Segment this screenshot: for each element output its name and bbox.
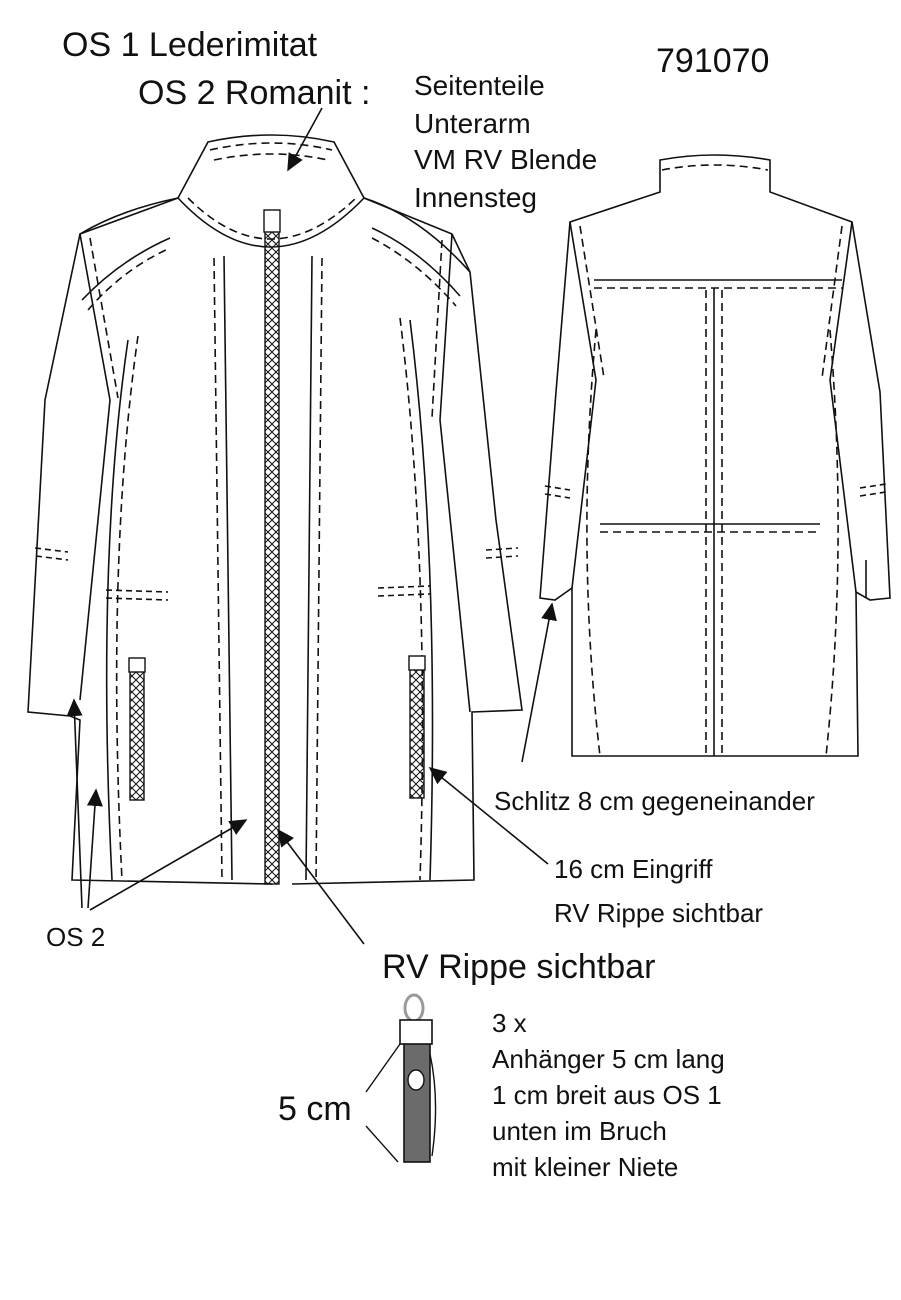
os2-label: OS 2 Romanit :	[138, 74, 371, 112]
os1-label: OS 1 Lederimitat	[62, 26, 318, 64]
pendant-rivet	[407, 1069, 425, 1091]
pendant-text-2: Anhänger 5 cm lang	[492, 1044, 725, 1074]
front-collar	[177, 134, 365, 248]
dimension-line-top	[365, 1043, 401, 1093]
pendant-dimension: 5 cm	[278, 1090, 352, 1128]
os2-part-vm-rv-blende: VM RV Blende	[414, 144, 598, 175]
pocket-zipper-right	[408, 655, 426, 799]
os2-arrow-side	[86, 788, 103, 909]
os2-marker-label: OS 2	[46, 922, 106, 952]
os2-arrow-panel	[89, 819, 248, 911]
style-number: 791070	[656, 42, 770, 80]
pocket-zipper-left	[128, 657, 146, 801]
pocket-label-line1: 16 cm Eingriff	[554, 854, 713, 884]
pendant-text-4: unten im Bruch	[492, 1116, 667, 1146]
os2-part-seitenteile: Seitenteile	[414, 70, 545, 101]
pendant-cap	[399, 1019, 433, 1045]
pocket-arrow	[428, 766, 549, 865]
front-view	[27, 134, 523, 885]
back-view	[539, 154, 891, 757]
dimension-line-bottom	[365, 1125, 399, 1163]
slit-arrow	[521, 602, 557, 763]
front-outline	[27, 197, 523, 885]
pendant-ring	[403, 993, 425, 1023]
os2-part-innensteg: Innensteg	[414, 182, 537, 213]
os2-arrow-sleeve	[66, 698, 83, 909]
left-sleeve	[79, 233, 111, 701]
os2-part-unterarm: Unterarm	[414, 108, 531, 139]
front-zipper	[263, 209, 281, 885]
collar-arrow	[287, 107, 323, 172]
pendant-text-1: 3 x	[492, 1008, 527, 1038]
callout-arrows	[66, 107, 557, 945]
pocket-label-line2: RV Rippe sichtbar	[554, 898, 764, 928]
pendant-text-5: mit kleiner Niete	[492, 1152, 679, 1182]
pendant-strap	[403, 1039, 431, 1163]
pendant-illustration	[365, 993, 437, 1163]
zipper-label: RV Rippe sichtbar	[382, 948, 656, 986]
zipper-arrow	[277, 828, 365, 945]
slit-label: Schlitz 8 cm gegeneinander	[494, 786, 815, 816]
pendant-text-3: 1 cm breit aus OS 1	[492, 1080, 722, 1110]
back-outline	[539, 154, 891, 757]
